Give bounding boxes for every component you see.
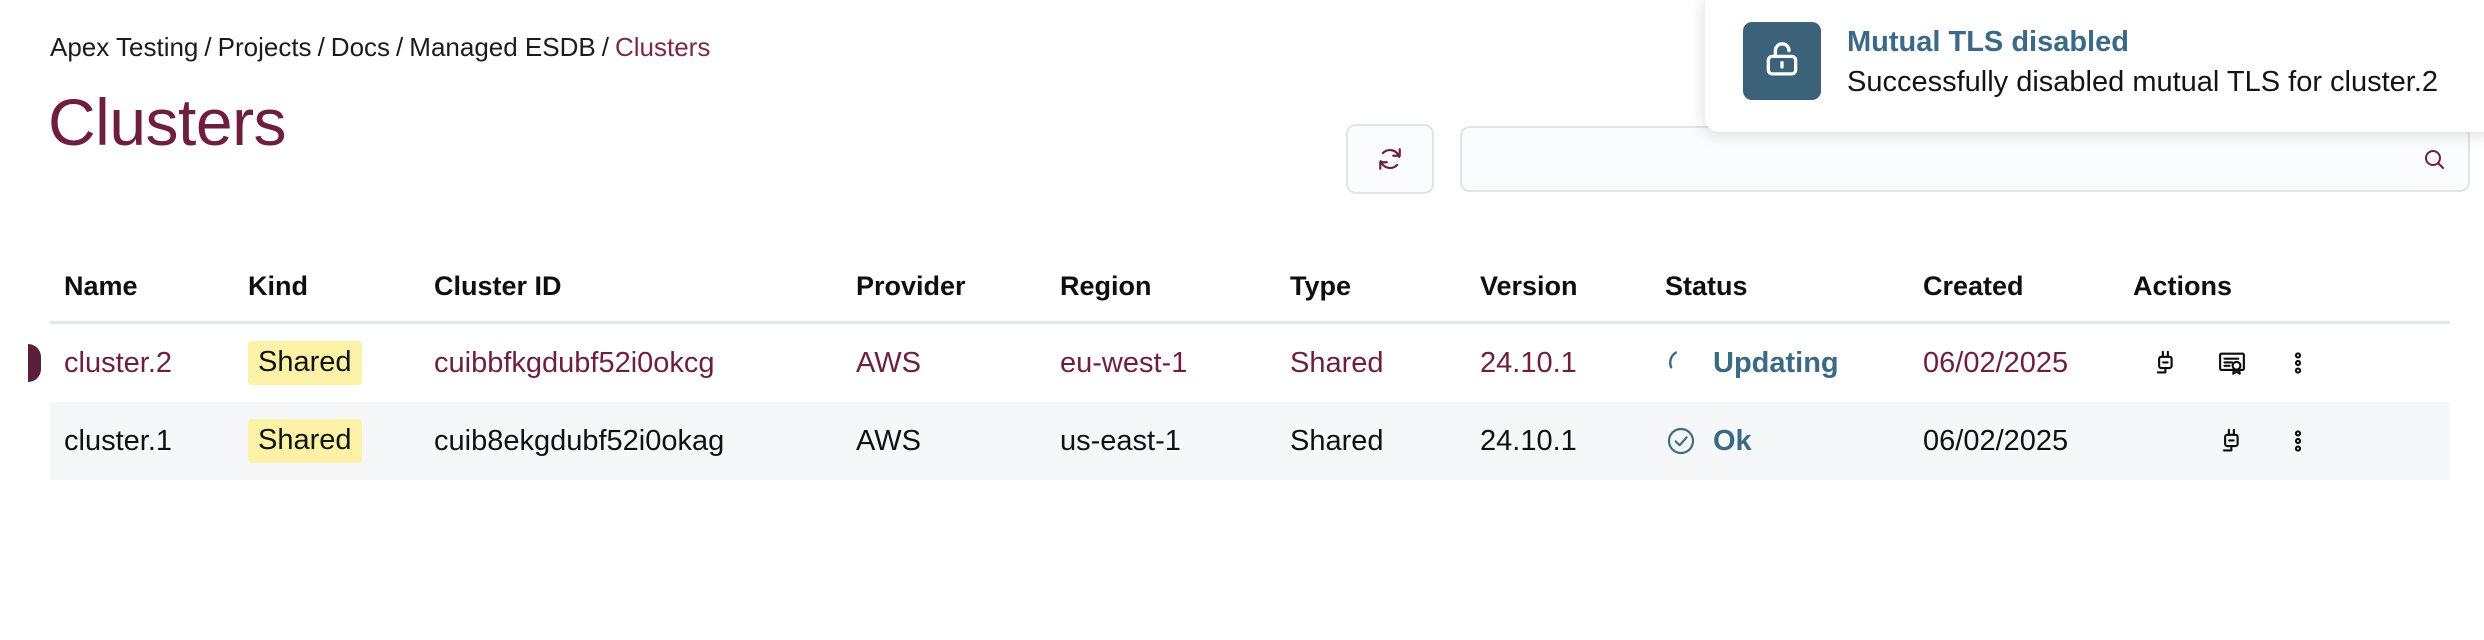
cell-created: 06/02/2025 [1923, 424, 2069, 457]
column-header-name[interactable]: Name [64, 271, 138, 301]
plug-icon [2151, 348, 2181, 378]
column-header-actions: Actions [2133, 271, 2233, 301]
certificate-icon [2217, 348, 2247, 378]
search-icon [2422, 147, 2446, 171]
unlock-icon [1761, 38, 1803, 85]
cell-kind: Shared [248, 341, 434, 385]
cell-region: eu-west-1 [1060, 346, 1188, 379]
cell-version: 24.10.1 [1480, 424, 1577, 457]
cell-type: Shared [1290, 346, 1384, 379]
status-badge: Ok [1713, 424, 1752, 457]
table-row[interactable]: cluster.1 Shared cuib8ekgdubf52i0okag AW… [50, 402, 2450, 480]
plug-icon-button[interactable] [2199, 415, 2265, 467]
kind-badge: Shared [248, 341, 362, 385]
check-circle-icon [1665, 425, 1697, 457]
cell-provider: AWS [856, 424, 921, 457]
cell-kind: Shared [248, 419, 434, 463]
toast-message: Successfully disabled mutual TLS for clu… [1847, 66, 2439, 98]
breadcrumb-item-2[interactable]: Projects [217, 32, 312, 62]
more-actions-button[interactable] [2265, 415, 2331, 467]
column-header-cluster-id[interactable]: Cluster ID [434, 271, 562, 301]
column-header-version[interactable]: Version [1480, 271, 1578, 301]
breadcrumb-item-1[interactable]: Apex Testing [50, 32, 199, 62]
table-row[interactable]: cluster.2 Shared cuibbfkgdubf52i0okcg AW… [28, 324, 2450, 402]
toast-notification[interactable]: Mutual TLS disabled Successfully disable… [1705, 0, 2484, 132]
cell-actions [2133, 337, 2383, 389]
breadcrumb-separator: / [317, 32, 325, 62]
breadcrumb-item-current[interactable]: Clusters [614, 32, 711, 62]
column-header-status[interactable]: Status [1665, 271, 1748, 301]
cell-provider: AWS [856, 346, 921, 379]
breadcrumb: Apex Testing/Projects/Docs/Managed ESDB/… [50, 32, 710, 62]
cell-version: 24.10.1 [1480, 346, 1577, 379]
refresh-button[interactable] [1346, 124, 1434, 194]
cell-cluster-id[interactable]: cuibbfkgdubf52i0okcg [434, 346, 715, 379]
column-header-created[interactable]: Created [1923, 271, 2024, 301]
breadcrumb-separator: / [601, 32, 609, 62]
toast-title: Mutual TLS disabled [1847, 26, 2129, 58]
cell-actions [2133, 415, 2383, 467]
cell-name[interactable]: cluster.1 [64, 424, 172, 457]
cell-name[interactable]: cluster.2 [64, 346, 172, 379]
breadcrumb-separator: / [204, 32, 212, 62]
cell-cluster-id[interactable]: cuib8ekgdubf52i0okag [434, 424, 725, 457]
vertical-dots-icon [2285, 426, 2311, 456]
cell-status: Updating [1665, 347, 1923, 380]
page-title: Clusters [48, 85, 287, 159]
breadcrumb-item-4[interactable]: Managed ESDB [409, 32, 596, 62]
cell-region: us-east-1 [1060, 424, 1181, 457]
plug-icon-button[interactable] [2133, 337, 2199, 389]
breadcrumb-separator: / [396, 32, 404, 62]
certificate-icon-button[interactable] [2199, 337, 2265, 389]
row-selected-indicator [28, 344, 41, 382]
clusters-table: Name Kind Cluster ID Provider Region Typ… [28, 252, 2450, 480]
cell-status: Ok [1665, 425, 1923, 458]
cell-created: 06/02/2025 [1923, 346, 2069, 379]
breadcrumb-item-3[interactable]: Docs [330, 32, 391, 62]
column-header-kind[interactable]: Kind [248, 271, 308, 301]
table-header-row: Name Kind Cluster ID Provider Region Typ… [50, 252, 2450, 324]
status-badge: Updating [1713, 346, 1839, 379]
column-header-type[interactable]: Type [1290, 271, 1352, 301]
column-header-region[interactable]: Region [1060, 271, 1152, 301]
toast-body: Mutual TLS disabled Successfully disable… [1847, 22, 2438, 102]
vertical-dots-icon [2285, 348, 2311, 378]
refresh-icon [1377, 146, 1403, 172]
plug-icon [2217, 426, 2247, 456]
cell-type: Shared [1290, 424, 1384, 457]
kind-badge: Shared [248, 419, 362, 463]
toast-icon-container [1743, 22, 1821, 100]
search-input[interactable] [1460, 126, 2470, 192]
more-actions-button[interactable] [2265, 337, 2331, 389]
column-header-provider[interactable]: Provider [856, 271, 966, 301]
toolbar [1346, 124, 2470, 194]
spinner-icon [1665, 347, 1697, 379]
